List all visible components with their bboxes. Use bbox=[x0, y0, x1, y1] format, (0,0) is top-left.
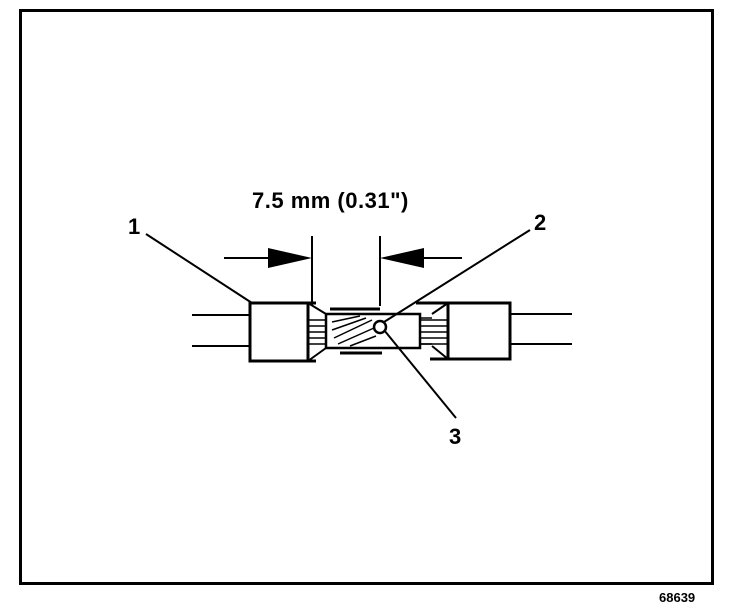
leader-line-2 bbox=[383, 229, 531, 323]
right-wire bbox=[508, 313, 572, 345]
callout-1: 1 bbox=[128, 214, 141, 239]
left-wire bbox=[192, 314, 252, 347]
left-arrow bbox=[268, 248, 312, 268]
callout-3: 3 bbox=[449, 424, 462, 449]
figure-number: 68639 bbox=[659, 590, 696, 605]
solder-hole bbox=[372, 319, 388, 335]
left-insulation-sleeve bbox=[248, 301, 327, 363]
figure-frame bbox=[19, 9, 714, 585]
right-insulation-sleeve bbox=[416, 301, 512, 361]
leader-line-3 bbox=[383, 329, 457, 419]
right-arrow bbox=[380, 248, 424, 268]
splice-clip bbox=[324, 307, 432, 355]
dimension-label: 7.5 mm (0.31") bbox=[252, 188, 409, 213]
right-strands bbox=[418, 319, 448, 345]
leader-line-1 bbox=[145, 233, 253, 304]
callout-2: 2 bbox=[534, 210, 547, 235]
dimension-lines bbox=[224, 236, 462, 306]
